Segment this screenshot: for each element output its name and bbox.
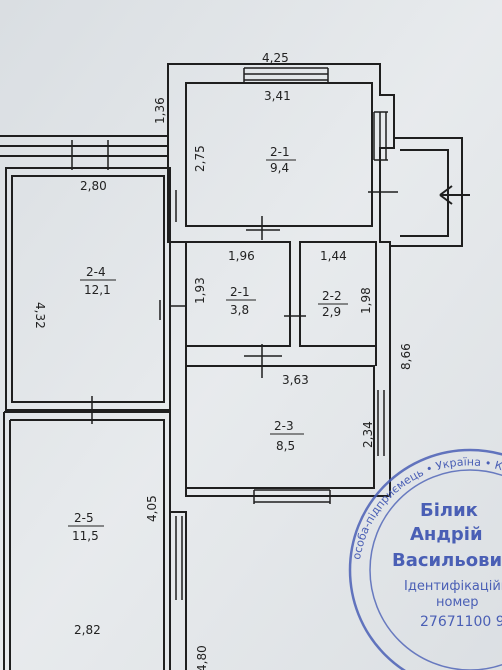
stamp-line6: 27671100 92	[420, 614, 502, 630]
stamp-line2: Андрій	[410, 524, 483, 545]
dimension-labels: 4,25 1,36 3,41 2,75 2,80 4,32 1,96 1,93 …	[33, 51, 413, 670]
room-2-1-small-code: 2-1	[230, 285, 250, 299]
dim-r21-side: 2,75	[193, 145, 207, 172]
dim-top-overall: 4,25	[262, 51, 289, 65]
room-2-1-wall	[185, 82, 373, 227]
door-small	[159, 300, 186, 320]
door-2-3	[244, 344, 282, 378]
room-2-5-area: 11,5	[72, 529, 99, 543]
room-2-2-area: 2,9	[322, 305, 341, 319]
stamp-line3: Васильови	[392, 550, 502, 571]
dim-small-side-a: 1,93	[193, 277, 207, 304]
entrance-arrow	[439, 185, 470, 205]
dim-r21-top: 3,41	[264, 89, 291, 103]
room-2-1-area: 9,4	[270, 161, 289, 175]
walls	[0, 63, 470, 670]
dim-r23-top: 3,63	[282, 373, 309, 387]
room-2-5-code: 2-5	[74, 511, 94, 525]
porch	[390, 137, 463, 247]
room-2-3-area: 8,5	[276, 439, 295, 453]
stamp-line4: Ідентифікаційни	[404, 579, 502, 594]
window-bottom-2-3	[253, 489, 331, 504]
room-2-3-wall	[185, 365, 375, 489]
door-2-4	[70, 396, 110, 424]
windows	[70, 67, 398, 600]
corridor-lines	[0, 135, 168, 157]
dim-small-top-a: 1,96	[228, 249, 255, 263]
door-2-1	[246, 216, 280, 240]
room-2-1-small-area: 3,8	[230, 303, 249, 317]
room-2-1-small-wall	[186, 241, 291, 347]
room-2-2-code: 2-2	[322, 289, 342, 303]
stamp-line5: номер	[436, 595, 479, 610]
stamp-line1: Білик	[420, 500, 478, 521]
window-right-2-3	[377, 390, 385, 456]
room-2-1-code: 2-1	[270, 145, 290, 159]
dim-small-top-b: 1,44	[320, 249, 347, 263]
dim-r25-side: 4,05	[145, 495, 159, 522]
dim-r24-top: 2,80	[80, 179, 107, 193]
dim-bottom-side: 4,80	[195, 645, 209, 670]
room-2-3-code: 2-3	[274, 419, 294, 433]
dim-r25-bottom: 2,82	[74, 623, 101, 637]
dim-small-side-b: 1,98	[359, 287, 373, 314]
dim-r23-side: 2,34	[361, 421, 375, 448]
room-2-4-wall	[5, 167, 171, 411]
room-2-4-area: 12,1	[84, 283, 111, 297]
window-top	[243, 67, 329, 83]
window-left-corridor	[71, 140, 109, 170]
dim-right-overall: 8,66	[399, 343, 413, 370]
dim-left-step: 1,36	[153, 97, 167, 124]
window-right-top	[373, 111, 388, 161]
door-2-2	[284, 300, 306, 330]
window-left-2-1	[169, 190, 177, 222]
window-left-2-3	[169, 516, 183, 600]
room-labels: 2-1 9,4 2-1 3,8 2-2 2,9 2-3 8,5 2-4 12,1…	[68, 145, 348, 543]
room-2-4-code: 2-4	[86, 265, 106, 279]
dim-r24-side: 4,32	[33, 302, 47, 329]
